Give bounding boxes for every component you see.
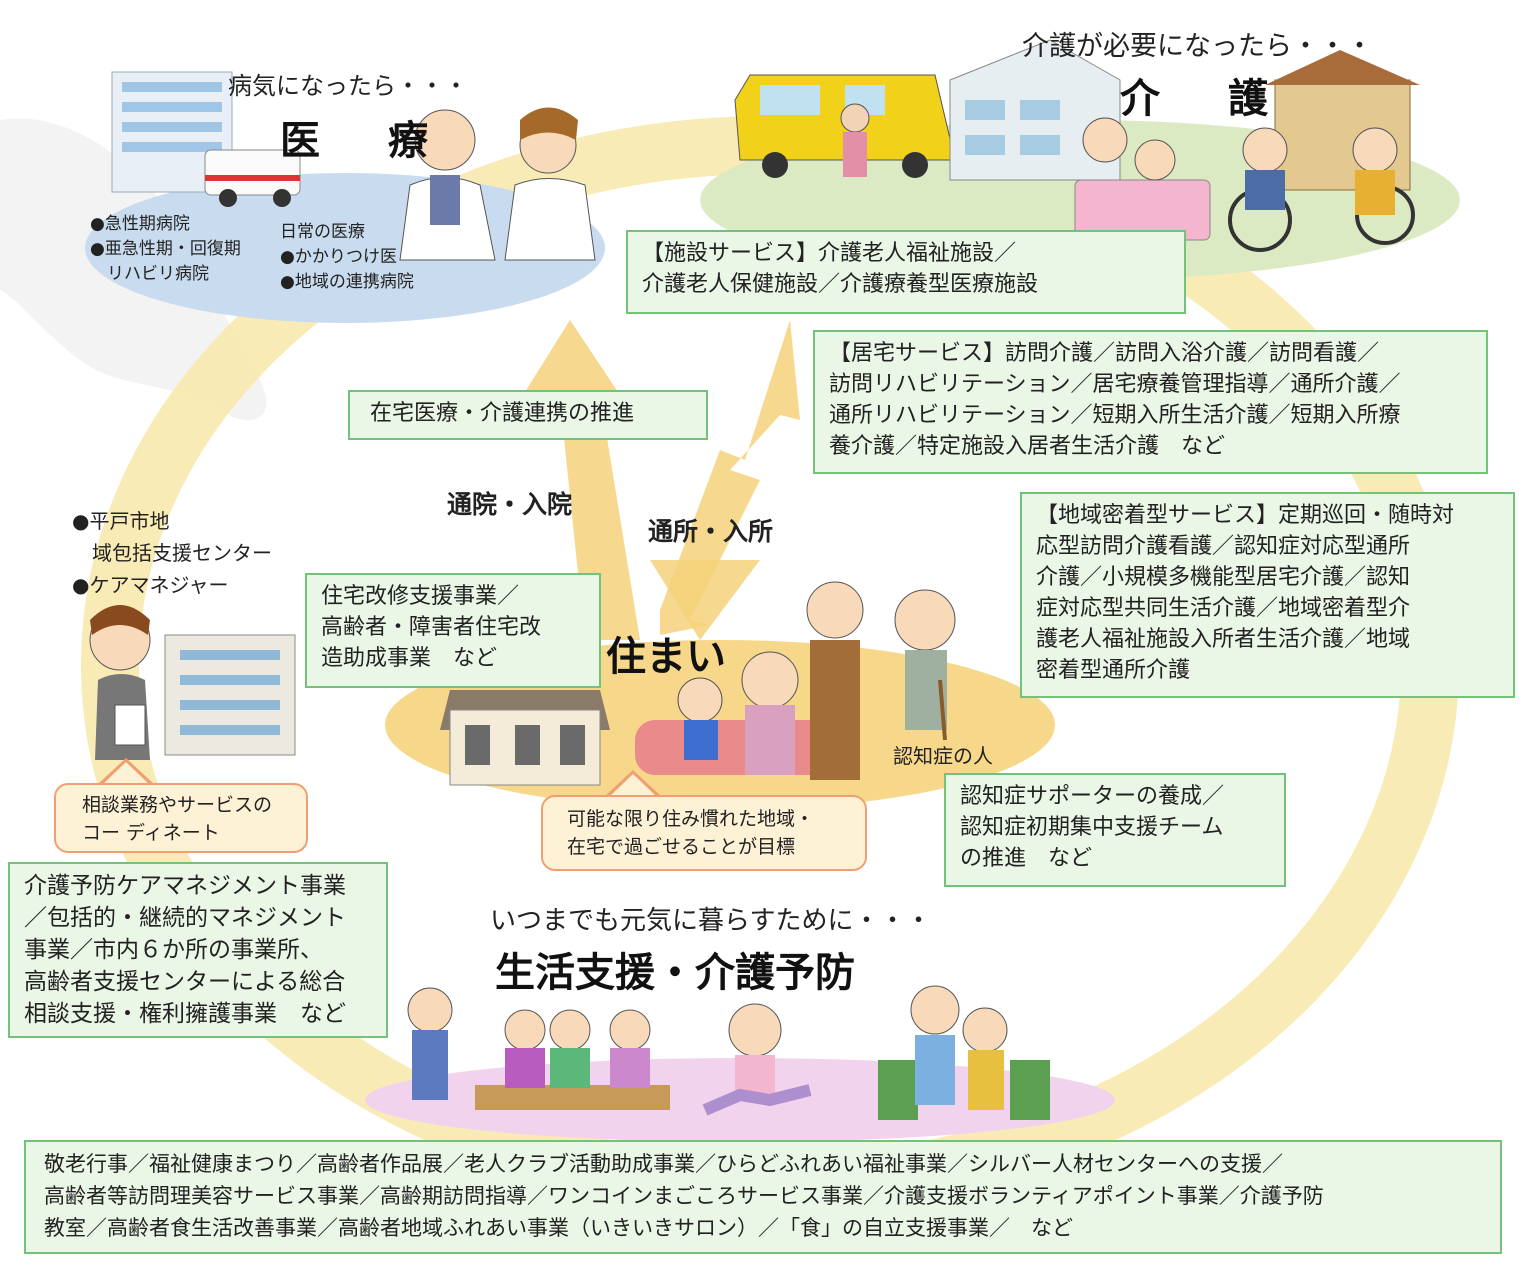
hospital-icon (111, 71, 233, 193)
clinic-item: ●地域の連携病院 (280, 272, 414, 292)
elder-group-icon (407, 987, 670, 1110)
box-line: 高齢者等訪問理美容サービス事業／高齢期訪問指導／ワンコインまごころサービス事業／… (44, 1184, 1324, 1208)
box-line: 敬老行事／福祉健康まつり／高齢者作品展／老人クラブ活動助成事業／ひらどふれあい福… (44, 1152, 1283, 1176)
hospital-item: リハビリ病院 (90, 264, 209, 284)
support-center-building-icon (164, 634, 296, 756)
hospital-item: ●急性期病院 (90, 214, 190, 234)
box-line: の推進 など (960, 846, 1093, 871)
housing-support-box: 住宅改修支援事業／ 高齢者・障害者住宅改 造助成事業 など (305, 573, 601, 688)
hospital-visit-label: 通院・入院 (447, 490, 573, 519)
welfare-van-icon (734, 74, 956, 178)
box-line: 事業／市内６か所の事業所、 (24, 937, 323, 963)
hospital-list: ●急性期病院 ●亜急性期・回復期 リハビリ病院 (90, 212, 241, 287)
support-center-list: ●平戸市地 域包括支援センター ●ケアマネジャー (72, 505, 272, 601)
callout-line: 在宅で過ごせることが目標 (567, 836, 796, 858)
box-line: 相談支援・権利擁護事業 など (24, 1001, 346, 1027)
box-line: 通所リハビリテーション／短期入所生活介護／短期入所療 (829, 403, 1401, 428)
arrow-to-facility (660, 320, 800, 635)
box-line: 造助成事業 など (321, 646, 498, 671)
box-line: 【居宅サービス】訪問介護／訪問入浴介護／訪問看護／ (829, 341, 1380, 366)
box-line: 応型訪問介護看護／認知症対応型通所 (1036, 534, 1411, 559)
facility-service-box: 【施設サービス】介護老人福祉施設／ 介護老人保健施設／介護療養型医療施設 (626, 230, 1186, 314)
care-manager-icon (89, 605, 151, 760)
box-line: 介護老人保健施設／介護療養型医療施設 (642, 272, 1039, 297)
box-line: 教室／高齢者食生活改善事業／高齢者地域ふれあい事業（いきいきサロン）／「食」の自… (44, 1216, 1073, 1240)
collaboration-box: 在宅医療・介護連携の推進 (348, 390, 708, 440)
medical-subtitle: 病気になったら・・・ (228, 72, 468, 100)
consult-callout-pointer-fill (101, 762, 151, 786)
doctor-icon (399, 109, 496, 261)
medical-title: 医 療 (280, 118, 442, 164)
community-service-box: 【地域密着型サービス】定期巡回・随時対 応型訪問介護看護／認知症対応型通所 介護… (1020, 492, 1515, 698)
callout-line: コー ディネート (82, 822, 220, 844)
box-line: 【施設サービス】介護老人福祉施設／ (642, 241, 1017, 266)
life-support-box: 敬老行事／福祉健康まつり／高齢者作品展／老人クラブ活動助成事業／ひらどふれあい福… (24, 1140, 1502, 1254)
exercise-elder-icon (702, 1003, 812, 1116)
box-line: 介護／小規模多機能型居宅介護／認知 (1036, 565, 1411, 590)
box-line: 認知症サポーターの養成／ (960, 784, 1225, 809)
box-line: 高齢者・障害者住宅改 (321, 615, 542, 640)
dementia-elder-icon (894, 589, 956, 741)
wheelchair-icon (1228, 127, 1415, 252)
clinic-list: 日常の医療 ●かかりつけ医 ●地域の連携病院 (280, 220, 414, 295)
care-title: 介 護 (1120, 76, 1282, 122)
box-line: 密着型通所介護 (1036, 658, 1191, 683)
goal-callout: 可能な限り住み慣れた地域・ 在宅で過ごせることが目標 (541, 795, 867, 871)
support-item: ●平戸市地 (72, 509, 170, 533)
care-subtitle: 介護が必要になったら・・・ (1022, 31, 1373, 62)
life-title: 生活支援・介護予防 (495, 950, 855, 996)
box-line: 【地域密着型サービス】定期巡回・随時対 (1036, 503, 1455, 528)
clinic-heading: 日常の医療 (280, 222, 365, 242)
box-line: 認知症初期集中支援チーム (960, 815, 1224, 840)
callout-line: 相談業務やサービスの (82, 794, 273, 816)
life-subtitle: いつまでも元気に暮らすために・・・ (490, 906, 932, 936)
dementia-support-box: 認知症サポーターの養成／ 認知症初期集中支援チーム の推進 など (944, 773, 1286, 887)
care-facility-icon (949, 39, 1420, 191)
support-item: ●ケアマネジャー (72, 573, 229, 597)
house-icon (440, 690, 610, 786)
bath-care-icon (1074, 117, 1211, 241)
arrow-down-home (650, 560, 760, 640)
facility-visit-label: 通所・入所 (648, 517, 774, 546)
box-line: 住宅改修支援事業／ (321, 584, 520, 609)
box-line: 症対応型共同生活介護／地域密着型介 (1036, 596, 1411, 621)
helper-walking-icon (878, 985, 1050, 1120)
home-service-box: 【居宅サービス】訪問介護／訪問入浴介護／訪問看護／ 訪問リハビリテーション／居宅… (813, 330, 1488, 474)
box-line: ／包括的・継続的マネジメント (24, 905, 346, 931)
box-line: 在宅医療・介護連携の推進 (370, 401, 635, 426)
callout-line: 可能な限り住み慣れた地域・ (567, 808, 815, 830)
consult-callout: 相談業務やサービスの コー ディネート (54, 783, 308, 853)
hospital-item: ●亜急性期・回復期 (90, 239, 241, 259)
home-title: 住まい (606, 634, 726, 680)
family-icon (635, 581, 864, 780)
box-line: 護老人福祉施設入所者生活介護／地域 (1036, 627, 1411, 652)
box-line: 訪問リハビリテーション／居宅療養管理指導／通所介護／ (829, 372, 1401, 397)
support-item: 域包括支援センター (72, 541, 272, 565)
box-line: 高齢者支援センターによる総合 (24, 969, 346, 995)
dementia-person-label: 認知症の人 (893, 744, 993, 768)
clinic-item: ●かかりつけ医 (280, 247, 398, 267)
goal-callout-pointer-fill (608, 774, 658, 798)
box-line: 介護予防ケアマネジメント事業 (24, 873, 346, 899)
box-line: 養介護／特定施設入居者生活介護 など (829, 434, 1226, 459)
prevention-management-box: 介護予防ケアマネジメント事業 ／包括的・継続的マネジメント 事業／市内６か所の事… (8, 862, 388, 1038)
nurse-icon (504, 107, 596, 261)
ambulance-icon (204, 149, 301, 207)
